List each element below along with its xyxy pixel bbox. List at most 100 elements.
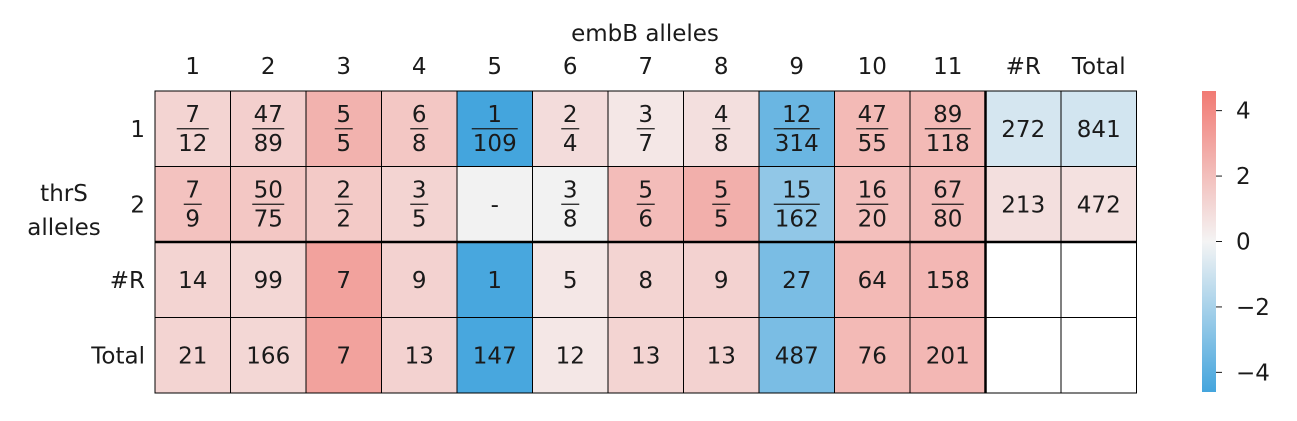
- cell-value: 13: [405, 343, 434, 369]
- cell-denominator: 8: [563, 206, 578, 232]
- heatmap-cell: [758, 241, 835, 318]
- cell-denominator: 162: [775, 206, 819, 232]
- cell-numerator: 50: [254, 177, 283, 203]
- cell-value: 14: [178, 268, 207, 294]
- cell-numerator: 67: [933, 177, 962, 203]
- cell-numerator: 5: [714, 177, 729, 203]
- colorbar-tick-label: −4: [1236, 360, 1270, 386]
- column-label: #R: [1006, 54, 1041, 80]
- heatmap-cell: [456, 166, 533, 243]
- colorbar-gradient: [1202, 91, 1216, 392]
- column-label: 9: [789, 54, 804, 80]
- cell-denominator: 8: [412, 131, 427, 157]
- y-axis-label-line1: thrS: [40, 181, 88, 207]
- column-label: 11: [933, 54, 962, 80]
- cell-value: 8: [638, 268, 653, 294]
- heatmap-cell: [758, 166, 835, 243]
- cell-denominator: 9: [185, 206, 200, 232]
- heatmap-cell: [985, 317, 1062, 394]
- cell-value: 7: [336, 268, 351, 294]
- cell-value: 147: [473, 343, 517, 369]
- heatmap-cell: [532, 241, 609, 318]
- cell-numerator: 4: [714, 102, 729, 128]
- heatmap-cell: [683, 317, 760, 394]
- cell-value: 27: [782, 268, 811, 294]
- heatmap-cell: [607, 241, 684, 318]
- cell-numerator: 7: [185, 102, 200, 128]
- heatmap-cell: [1060, 241, 1137, 318]
- heatmap-cell: [834, 241, 911, 318]
- cell-value: 76: [858, 343, 887, 369]
- cell-denominator: 5: [714, 206, 729, 232]
- cell-numerator: 2: [336, 177, 351, 203]
- cell-value: 213: [1001, 192, 1045, 218]
- cell-value: 1: [487, 268, 502, 294]
- cell-numerator: 3: [412, 177, 427, 203]
- cell-value: 99: [254, 268, 283, 294]
- cell-denominator: 89: [254, 131, 283, 157]
- cell-value: 7: [336, 343, 351, 369]
- column-label: 2: [261, 54, 276, 80]
- cell-value: 9: [714, 268, 729, 294]
- cell-denominator: 109: [473, 131, 517, 157]
- heatmap-cell: [381, 241, 458, 318]
- heatmap-cell: [909, 317, 986, 394]
- heatmap-cell: [154, 317, 231, 394]
- column-label: 1: [185, 54, 200, 80]
- cell-value: 9: [412, 268, 427, 294]
- group-separators: [155, 91, 1137, 393]
- cell-value: -: [491, 192, 499, 218]
- cell-value: 21: [178, 343, 207, 369]
- cell-numerator: 1: [487, 102, 502, 128]
- cell-numerator: 5: [336, 102, 351, 128]
- cell-denominator: 8: [714, 131, 729, 157]
- cell-numerator: 2: [563, 102, 578, 128]
- cell-numerator: 16: [858, 177, 887, 203]
- heatmap-cell: [230, 317, 307, 394]
- cell-value: 166: [246, 343, 290, 369]
- cell-numerator: 3: [638, 102, 653, 128]
- heatmap-cell: [381, 317, 458, 394]
- column-label: Total: [1071, 54, 1126, 80]
- column-label: 10: [858, 54, 887, 80]
- row-label: 1: [130, 117, 145, 143]
- column-label: 8: [714, 54, 729, 80]
- column-label: 7: [638, 54, 653, 80]
- cell-value: 841: [1077, 117, 1121, 143]
- heatmap-cell: [305, 241, 382, 318]
- heatmap-cell: [532, 317, 609, 394]
- heatmap-cell: [1060, 166, 1137, 243]
- cell-denominator: 75: [254, 206, 283, 232]
- colorbar: 420−2−4: [1202, 91, 1270, 392]
- heatmap-cell: [1060, 90, 1137, 167]
- cell-denominator: 5: [336, 131, 351, 157]
- row-label: Total: [90, 343, 145, 369]
- cell-denominator: 7: [638, 131, 653, 157]
- cell-denominator: 55: [858, 131, 887, 157]
- cell-value: 158: [926, 268, 970, 294]
- y-axis-label-line2: alleles: [27, 215, 101, 241]
- cell-numerator: 15: [782, 177, 811, 203]
- cell-denominator: 6: [638, 206, 653, 232]
- cell-numerator: 12: [782, 102, 811, 128]
- colorbar-tick-label: −2: [1236, 295, 1270, 321]
- chart-title: embB alleles: [571, 21, 719, 47]
- heatmap-cell: [1060, 317, 1137, 394]
- column-label: 6: [563, 54, 578, 80]
- cell-numerator: 47: [858, 102, 887, 128]
- colorbar-tick-label: 4: [1236, 99, 1251, 125]
- heatmap-cell: [834, 317, 911, 394]
- cell-numerator: 89: [933, 102, 962, 128]
- cell-value: 472: [1077, 192, 1121, 218]
- cell-value: 64: [858, 268, 887, 294]
- heatmap-cell: [154, 241, 231, 318]
- colorbar-tick-label: 0: [1236, 230, 1251, 256]
- cell-numerator: 6: [412, 102, 427, 128]
- heatmap-cell: [909, 241, 986, 318]
- cell-value: 12: [556, 343, 585, 369]
- cell-value: 5: [563, 268, 578, 294]
- cell-value: 272: [1001, 117, 1045, 143]
- cell-denominator: 314: [775, 131, 819, 157]
